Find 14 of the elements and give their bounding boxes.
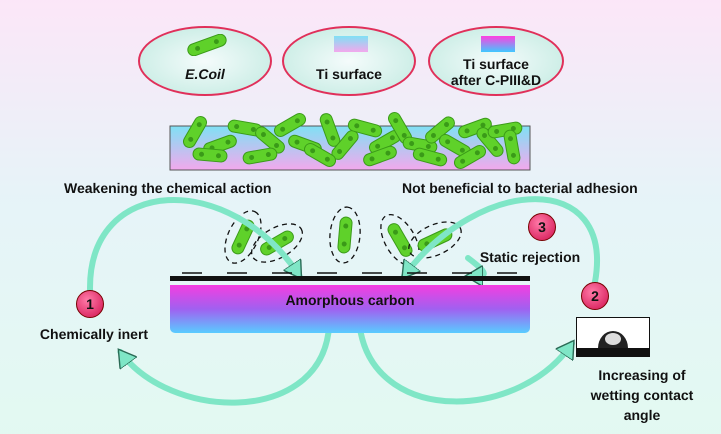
annotation-text: Increasing of wetting contact angle <box>590 366 694 425</box>
edge-label: Not beneficial to bacterial adhesion <box>402 180 638 196</box>
bubble-label: Ti surface <box>315 66 383 82</box>
bubble-label: Ti surface after C-PIII&D <box>450 56 542 88</box>
annotation-text: Static rejection <box>478 249 582 265</box>
curved-arrow <box>401 196 600 285</box>
layer-label: Amorphous carbon <box>284 292 416 308</box>
edge-label: Weakening the chemical action <box>64 180 272 196</box>
bubble-label: E.Coil <box>184 66 226 82</box>
number-badge: 3 <box>528 213 556 241</box>
number-badge: 2 <box>581 282 609 310</box>
number-badge: 1 <box>76 290 104 318</box>
annotation-text: Chemically inert <box>38 326 150 342</box>
curved-arrow <box>87 197 303 293</box>
